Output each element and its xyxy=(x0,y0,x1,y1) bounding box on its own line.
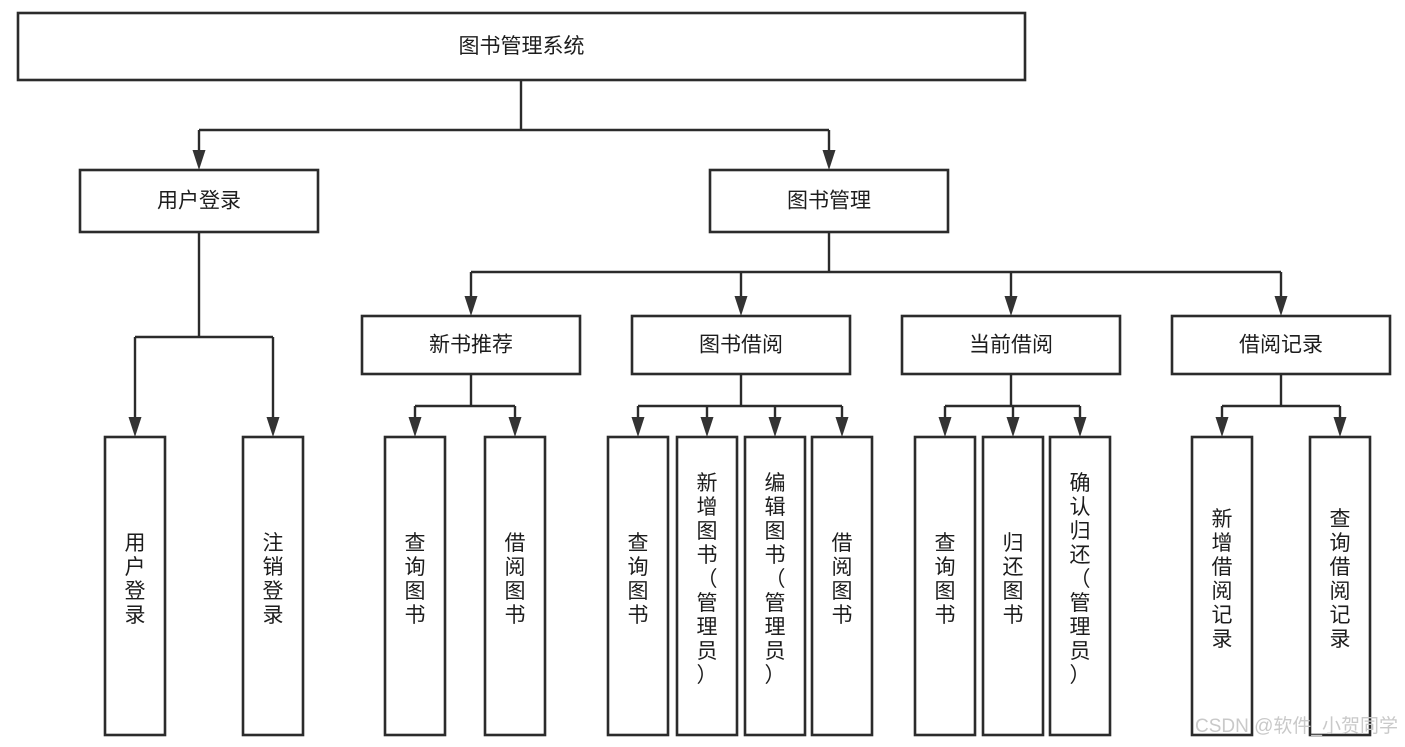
connector-group xyxy=(408,374,522,437)
node-box[interactable] xyxy=(1048,435,1112,737)
arrow-head-icon xyxy=(835,417,849,437)
node-box[interactable] xyxy=(360,314,582,376)
node-box[interactable] xyxy=(78,168,320,234)
node-leaf-add-book[interactable]: 新增图书（管理员） xyxy=(675,435,739,737)
arrow-head-icon xyxy=(822,150,836,170)
node-box[interactable] xyxy=(241,435,305,737)
arrow-head-icon xyxy=(266,417,280,437)
node-label: 查询图书 xyxy=(405,532,426,627)
node-label: 确认归还（管理员） xyxy=(1070,472,1091,687)
node-leaf-query-book-rec[interactable]: 查询图书 xyxy=(383,435,447,737)
node-leaf-query-book[interactable]: 查询图书 xyxy=(606,435,670,737)
node-label: 图书借阅 xyxy=(699,334,783,357)
watermark-layer: CSDN @软件_小贺同学 xyxy=(1195,715,1398,737)
node-box[interactable] xyxy=(483,435,547,737)
node-label: 借阅图书 xyxy=(505,532,526,627)
arrow-head-icon xyxy=(408,417,422,437)
node-label: 注销登录 xyxy=(263,532,284,627)
node-root[interactable]: 图书管理系统 xyxy=(16,11,1027,82)
arrow-head-icon xyxy=(734,296,748,316)
arrow-head-icon xyxy=(700,417,714,437)
node-box[interactable] xyxy=(1308,435,1372,737)
node-leaf-query-record[interactable]: 查询借阅记录 xyxy=(1308,435,1372,737)
node-label: 用户登录 xyxy=(157,190,241,213)
node-box[interactable] xyxy=(900,314,1122,376)
node-box[interactable] xyxy=(1190,435,1254,737)
node-user-login[interactable]: 用户登录 xyxy=(78,168,320,234)
node-box[interactable] xyxy=(630,314,852,376)
node-box[interactable] xyxy=(743,435,807,737)
node-box[interactable] xyxy=(675,435,739,737)
node-label: 借阅记录 xyxy=(1239,334,1323,357)
node-layer: 图书管理系统用户登录图书管理新书推荐图书借阅当前借阅借阅记录用户登录注销登录查询… xyxy=(16,11,1392,737)
node-box[interactable] xyxy=(1170,314,1392,376)
node-book-borrow[interactable]: 图书借阅 xyxy=(630,314,852,376)
node-label: 用户登录 xyxy=(125,532,146,627)
node-box[interactable] xyxy=(708,168,950,234)
connector-layer xyxy=(128,80,1347,437)
arrow-head-icon xyxy=(464,296,478,316)
node-leaf-edit-book[interactable]: 编辑图书（管理员） xyxy=(743,435,807,737)
arrow-head-icon xyxy=(192,150,206,170)
arrow-head-icon xyxy=(1073,417,1087,437)
node-label: 编辑图书（管理员） xyxy=(765,472,786,687)
node-label: 查询借阅记录 xyxy=(1330,508,1351,651)
node-label: 查询图书 xyxy=(935,532,956,627)
csdn-watermark: CSDN @软件_小贺同学 xyxy=(1195,715,1398,737)
connector-group xyxy=(938,374,1087,437)
connector-group xyxy=(464,232,1288,316)
arrow-head-icon xyxy=(1274,296,1288,316)
node-leaf-user-login[interactable]: 用户登录 xyxy=(103,435,167,737)
node-box[interactable] xyxy=(913,435,977,737)
node-leaf-borrow-book[interactable]: 借阅图书 xyxy=(810,435,874,737)
connector-group xyxy=(631,374,849,437)
node-current-borrow[interactable]: 当前借阅 xyxy=(900,314,1122,376)
node-label: 图书管理 xyxy=(787,190,871,213)
node-leaf-logout[interactable]: 注销登录 xyxy=(241,435,305,737)
node-label: 新增图书（管理员） xyxy=(697,472,718,687)
connector-group xyxy=(1215,374,1347,437)
arrow-head-icon xyxy=(768,417,782,437)
node-label: 新增借阅记录 xyxy=(1212,508,1233,651)
arrow-head-icon xyxy=(1004,296,1018,316)
node-label: 图书管理系统 xyxy=(459,35,585,58)
node-box[interactable] xyxy=(16,11,1027,82)
node-label: 归还图书 xyxy=(1003,532,1024,627)
node-label: 查询图书 xyxy=(628,532,649,627)
node-label: 当前借阅 xyxy=(969,334,1053,357)
arrow-head-icon xyxy=(1333,417,1347,437)
connector-group xyxy=(128,232,280,437)
node-book-manage[interactable]: 图书管理 xyxy=(708,168,950,234)
node-borrow-record[interactable]: 借阅记录 xyxy=(1170,314,1392,376)
node-new-book-rec[interactable]: 新书推荐 xyxy=(360,314,582,376)
node-box[interactable] xyxy=(810,435,874,737)
arrow-head-icon xyxy=(631,417,645,437)
node-leaf-add-record[interactable]: 新增借阅记录 xyxy=(1190,435,1254,737)
arrow-head-icon xyxy=(1215,417,1229,437)
node-leaf-return-book[interactable]: 归还图书 xyxy=(981,435,1045,737)
node-leaf-confirm-return[interactable]: 确认归还（管理员） xyxy=(1048,435,1112,737)
arrow-head-icon xyxy=(128,417,142,437)
node-box[interactable] xyxy=(383,435,447,737)
node-leaf-borrow-book-rec[interactable]: 借阅图书 xyxy=(483,435,547,737)
node-label: 新书推荐 xyxy=(429,334,513,357)
arrow-head-icon xyxy=(1006,417,1020,437)
node-box[interactable] xyxy=(981,435,1045,737)
node-box[interactable] xyxy=(606,435,670,737)
node-leaf-query-book-cur[interactable]: 查询图书 xyxy=(913,435,977,737)
node-label: 借阅图书 xyxy=(832,532,853,627)
connector-group xyxy=(192,80,836,170)
arrow-head-icon xyxy=(508,417,522,437)
arrow-head-icon xyxy=(938,417,952,437)
node-box[interactable] xyxy=(103,435,167,737)
